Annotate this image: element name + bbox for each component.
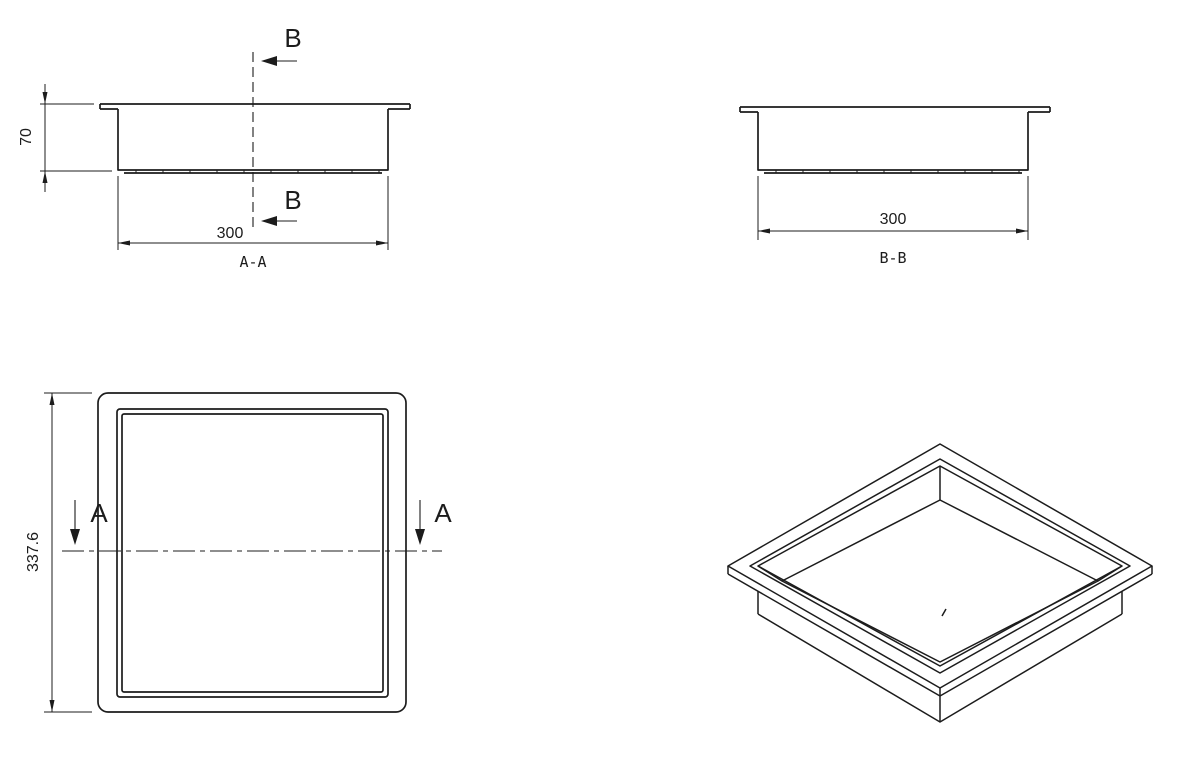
cut-arrow-bottom-icon (261, 216, 277, 226)
section-cutline-a: A A (62, 498, 452, 552)
dim-arrow-left-icon (118, 240, 130, 246)
dimension-height-70: 70 (18, 84, 112, 192)
section-bb-part-outline (739, 106, 1051, 174)
height-dim-value: 70 (18, 128, 35, 146)
iso-body (757, 591, 1123, 723)
width-dim-value: 300 (880, 211, 907, 228)
recess-floor (781, 499, 1099, 663)
width-dim-value: 300 (217, 225, 244, 242)
dim-arrow-right-icon (1016, 228, 1028, 234)
dimension-height-337: 337.6 (25, 392, 92, 713)
recess-opening-rim (757, 465, 1123, 667)
iso-recess-interior (757, 466, 1123, 663)
cut-label-bottom: B (284, 185, 301, 215)
plan-part-outline (97, 392, 407, 713)
flange-outer-edge (97, 392, 407, 713)
cut-label-left: A (90, 498, 108, 528)
body-bottom-edges (757, 613, 1123, 723)
dim-arrow-down-icon (42, 92, 48, 104)
dim-arrow-right-icon (376, 240, 388, 246)
view-title-aa: A-A (239, 253, 266, 271)
dim-arrow-up-icon (42, 171, 48, 183)
cut-label-top: B (284, 23, 301, 53)
section-aa-part-outline (99, 103, 411, 174)
body-outline (757, 112, 1029, 171)
floor-center-mark (941, 608, 947, 617)
flange-inner-rim (749, 458, 1131, 674)
section-cutline-b: B B (252, 23, 302, 228)
cut-arrow-top-icon (261, 56, 277, 66)
left-corner-seam (757, 565, 783, 582)
view-title-bb: B-B (879, 249, 906, 267)
dimension-width-300: 300 (757, 176, 1029, 240)
dim-arrow-up-icon (49, 393, 55, 405)
view-section-bb: 300 B-B (739, 106, 1051, 267)
cut-arrow-left-icon (70, 529, 80, 545)
bottom-hatch-ticks (135, 170, 380, 173)
height-dim-value: 337.6 (25, 532, 42, 572)
cut-label-right: A (434, 498, 452, 528)
cut-arrow-right-icon (415, 529, 425, 545)
dimension-width-300: 300 (117, 176, 389, 250)
recess-wall-top-edge (121, 413, 384, 693)
right-corner-seam (1097, 565, 1123, 582)
body-outline (117, 109, 389, 171)
flange-bottom-edges (727, 573, 1153, 697)
view-isometric (727, 443, 1153, 723)
dim-arrow-left-icon (758, 228, 770, 234)
flange-inner-edge (116, 408, 389, 698)
view-plan: 337.6 A A (25, 392, 452, 713)
bottom-hatch-ticks (775, 170, 1020, 173)
dim-arrow-down-icon (49, 700, 55, 712)
view-section-aa: 70 300 B B A-A (18, 23, 411, 271)
